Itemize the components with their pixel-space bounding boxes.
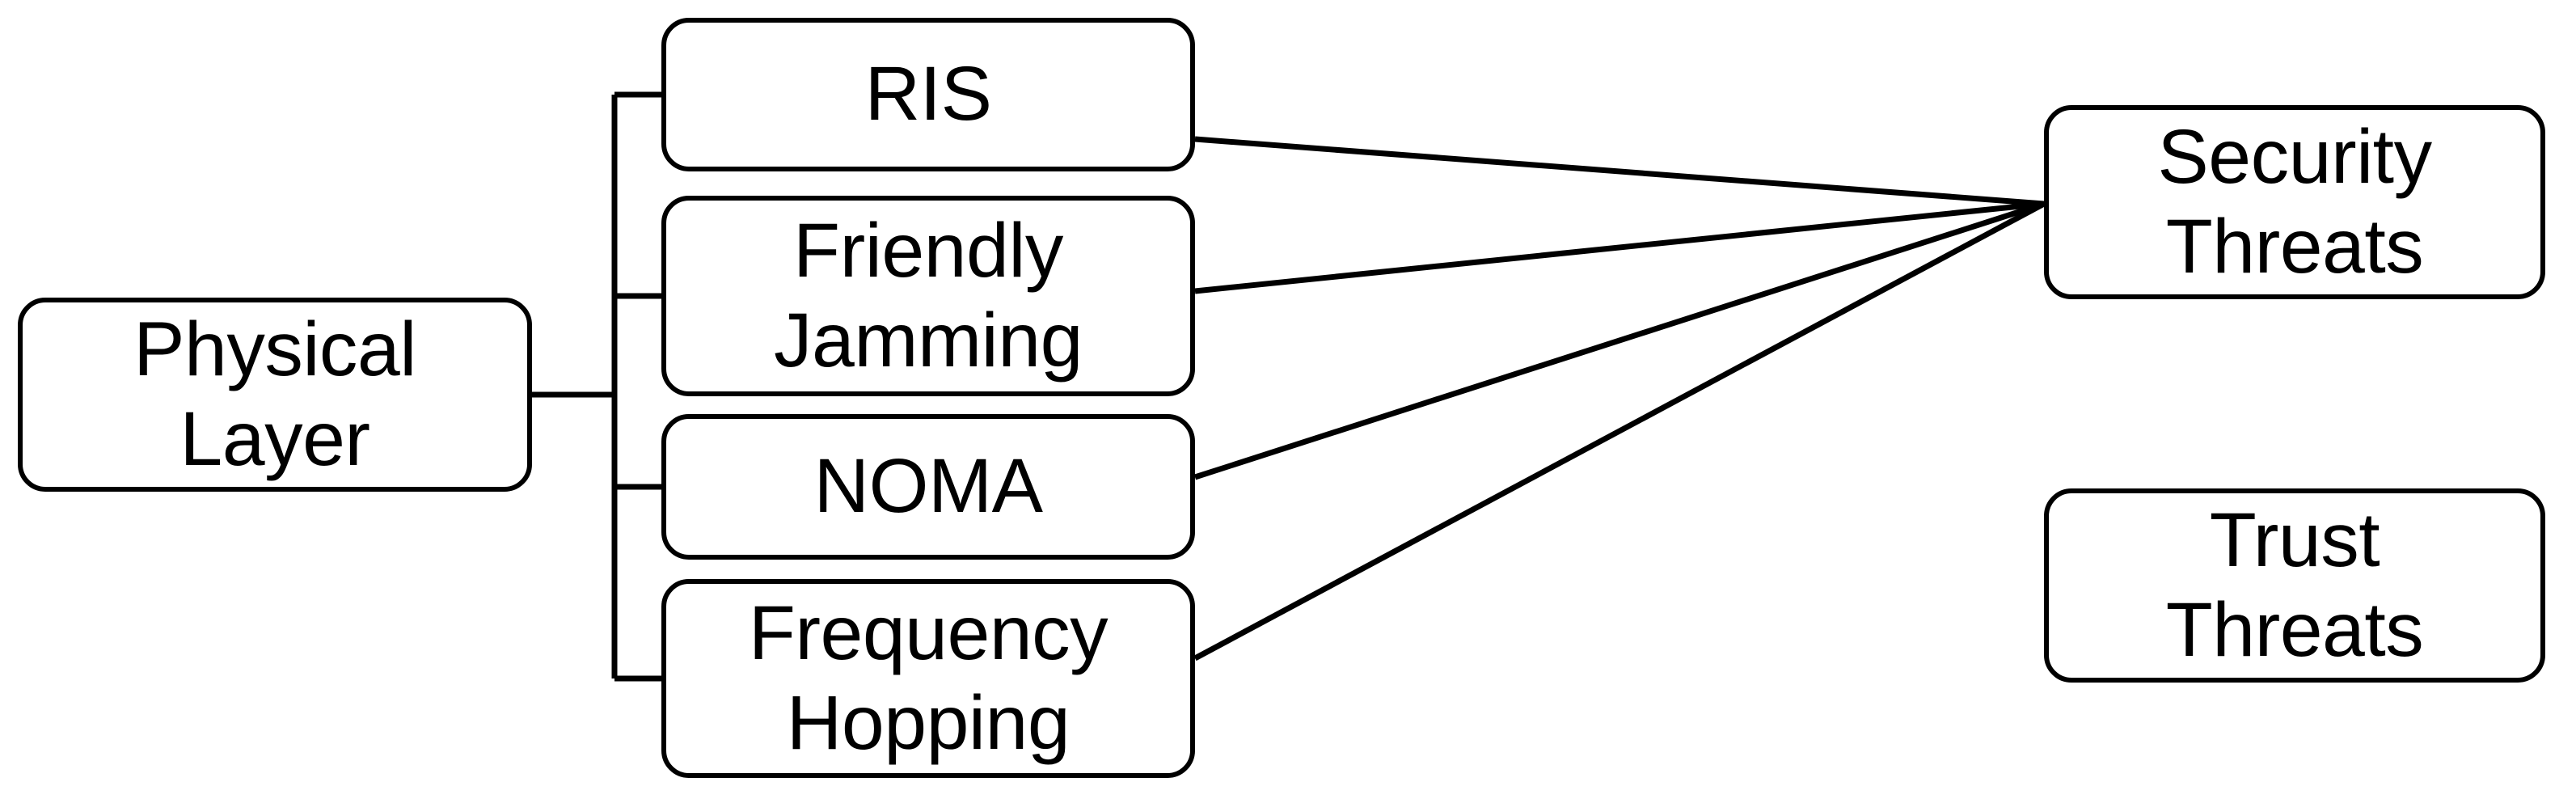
node-physical-layer[interactable]: Physical Layer: [18, 298, 532, 492]
node-security-threats-label: Security Threats: [2157, 113, 2432, 290]
node-frequency-hopping[interactable]: Frequency Hopping: [661, 579, 1195, 778]
node-ris[interactable]: RIS: [661, 18, 1195, 171]
node-frequency-hopping-label: Frequency Hopping: [748, 590, 1109, 766]
node-trust-threats-label: Trust Threats: [2165, 497, 2424, 673]
node-friendly-jamming-label: Friendly Jamming: [774, 207, 1083, 383]
edge-frequency-hopping-to-security-threats: [1193, 201, 2046, 662]
node-friendly-jamming[interactable]: Friendly Jamming: [661, 196, 1195, 396]
node-noma-label: NOMA: [813, 443, 1044, 530]
node-physical-layer-label: Physical Layer: [133, 306, 416, 482]
edge-ris-to-security-threats: [1194, 136, 2045, 207]
edge-noma-to-security-threats: [1193, 201, 2046, 480]
edge-friendly-jamming-to-security-threats: [1194, 201, 2045, 294]
node-security-threats[interactable]: Security Threats: [2044, 105, 2545, 299]
node-ris-label: RIS: [864, 51, 992, 137]
node-noma[interactable]: NOMA: [661, 414, 1195, 560]
node-trust-threats[interactable]: Trust Threats: [2044, 488, 2545, 683]
